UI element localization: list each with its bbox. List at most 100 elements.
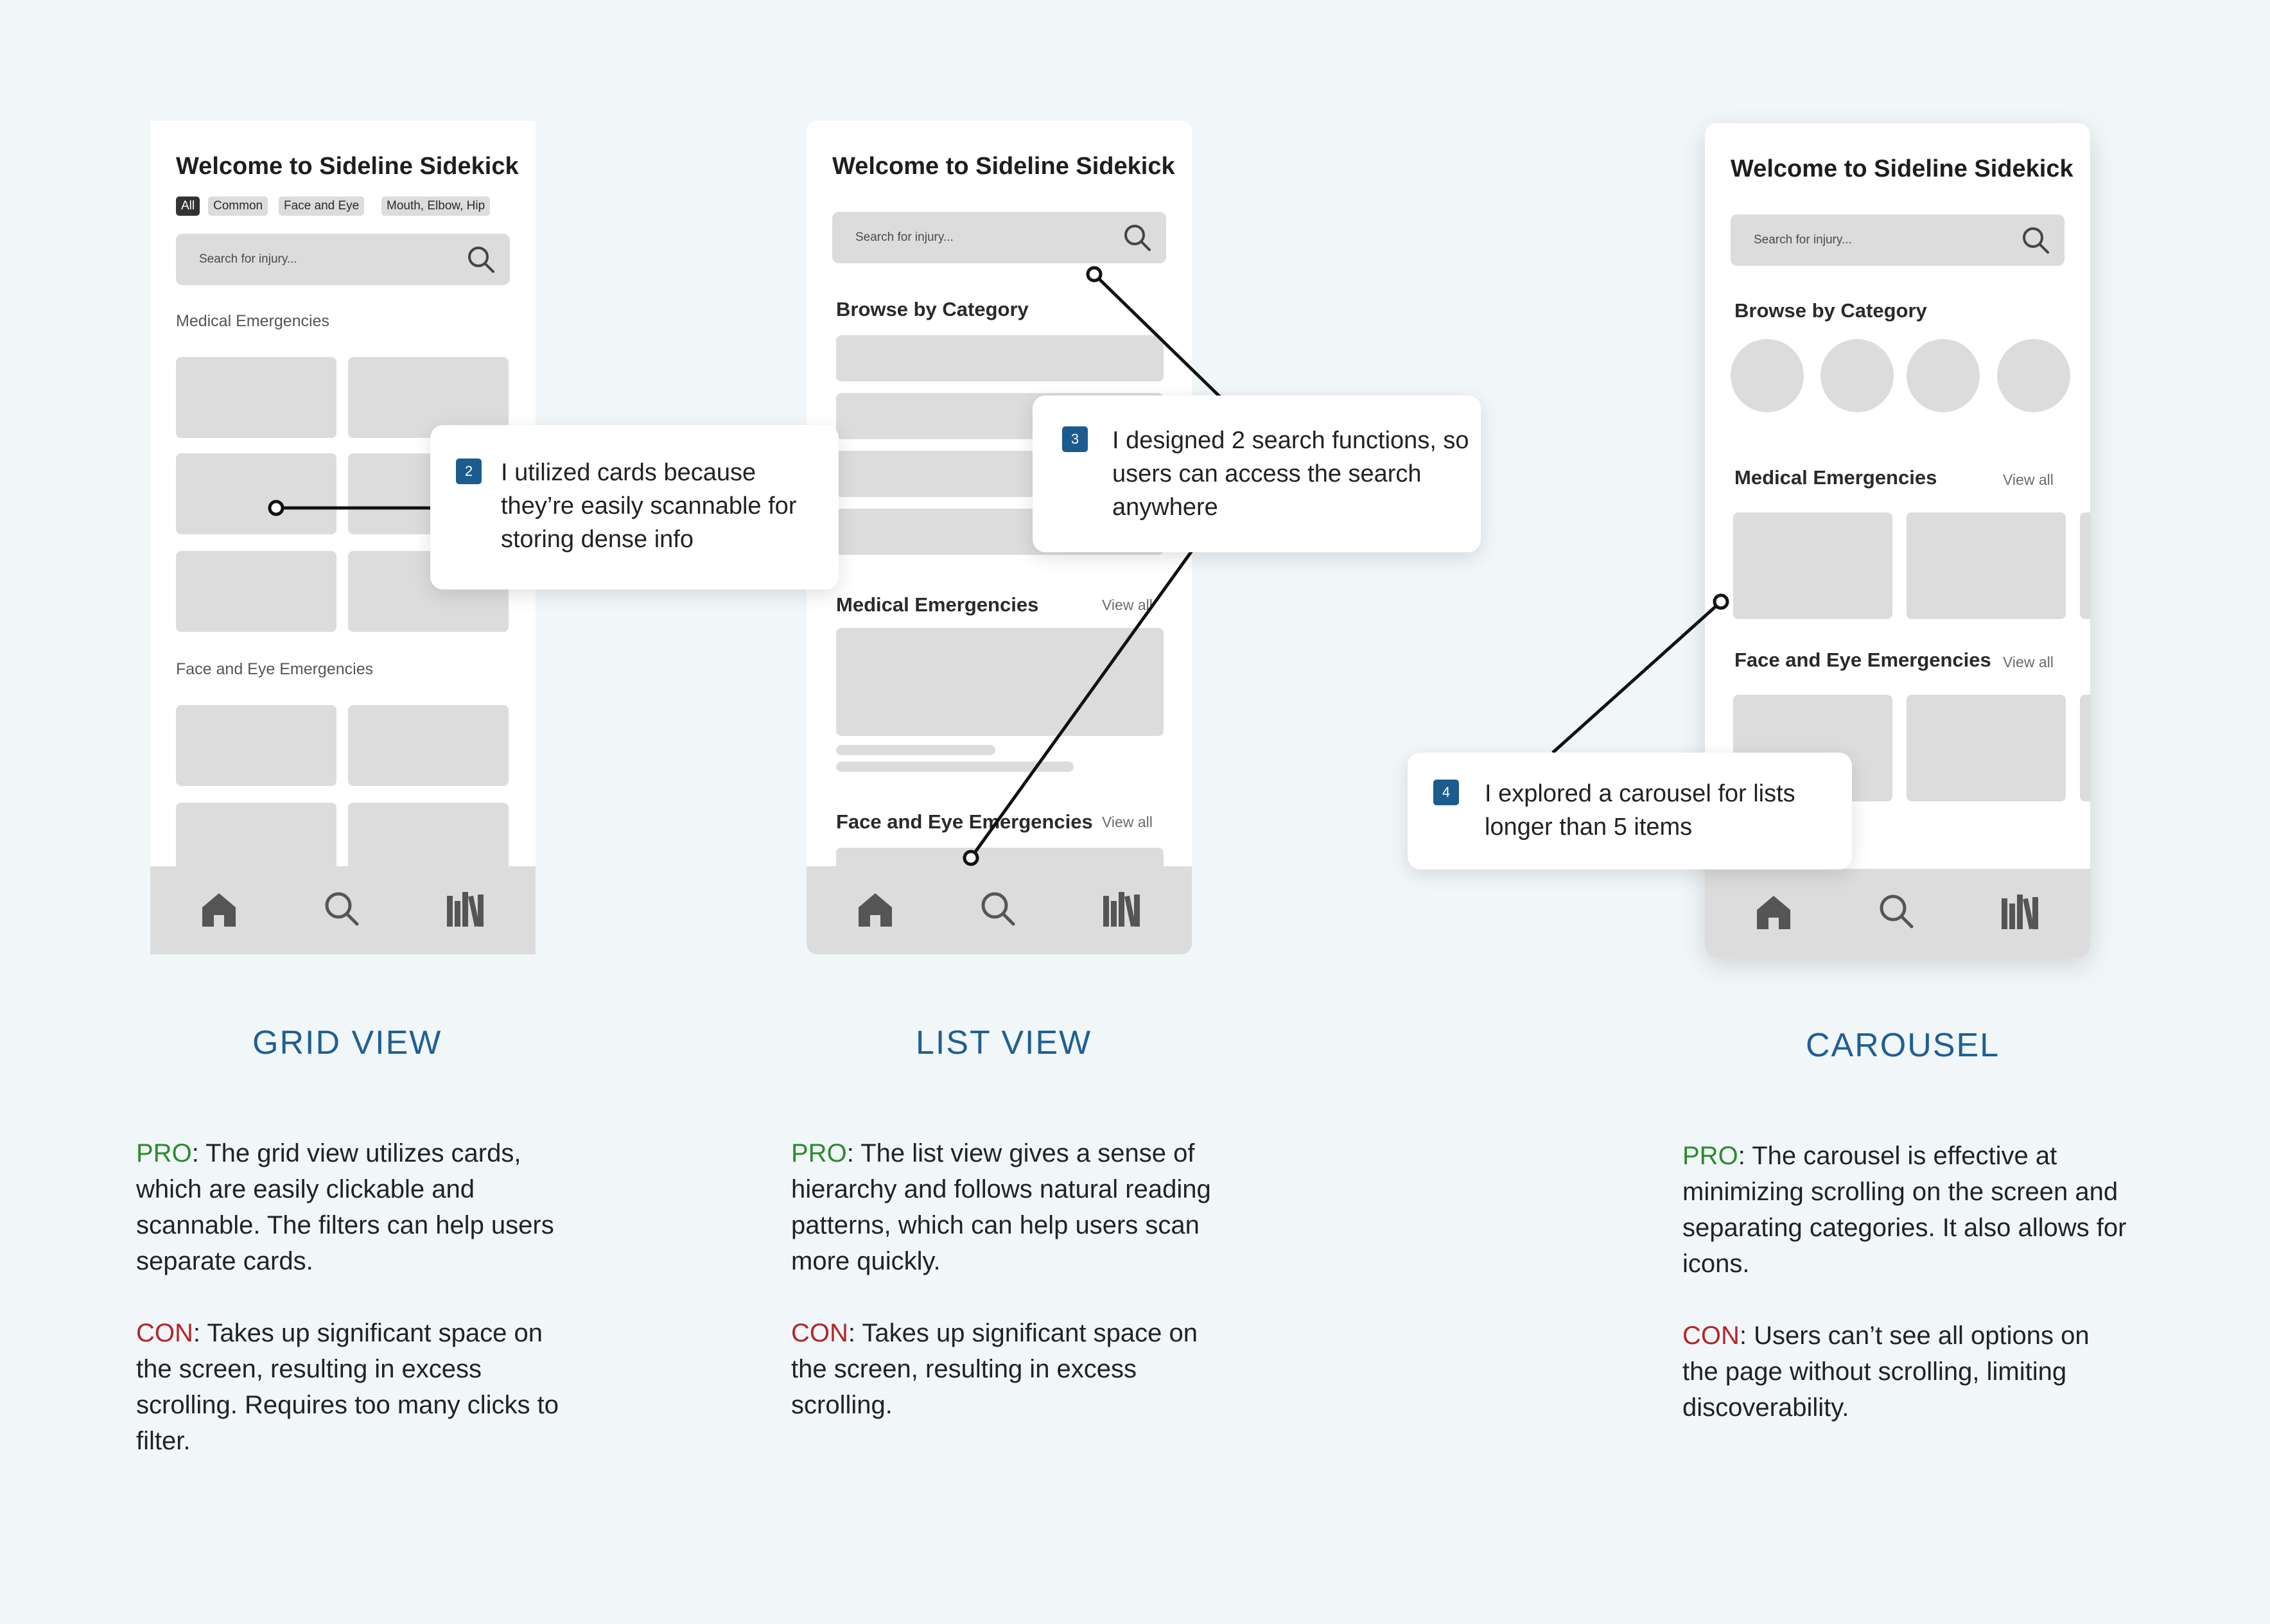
search-input[interactable]: Search for injury...: [176, 234, 510, 285]
search-icon[interactable]: [321, 888, 362, 929]
featured-card[interactable]: [836, 628, 1164, 736]
connector-3-bottom: [963, 550, 1194, 866]
filter-chips: All Common Face and Eye Mouth, Elbow, Hi…: [176, 196, 510, 216]
search-icon[interactable]: [977, 888, 1018, 929]
view-all-link[interactable]: View all: [2003, 471, 2054, 488]
callout-text: I designed 2 search functions, so users …: [1112, 427, 1469, 521]
carousel-card[interactable]: [1907, 512, 2066, 619]
search-placeholder: Search for injury...: [1754, 233, 1852, 247]
callout-text: I utilized cards because they’re easily …: [501, 459, 797, 553]
carousel-heading: CAROUSEL: [1806, 1027, 2000, 1064]
list-view-heading: LIST VIEW: [916, 1024, 1092, 1061]
callout-3: 3 I designed 2 search functions, so user…: [1033, 396, 1481, 552]
text-placeholder-line: [836, 745, 995, 755]
con-text: : Takes up significant space on the scre…: [136, 1319, 559, 1455]
carousel-card[interactable]: [1907, 695, 2066, 801]
section-medical-emergencies: Medical Emergencies: [836, 593, 1039, 616]
search-icon[interactable]: [1876, 891, 1917, 932]
pro-label: PRO: [791, 1139, 847, 1167]
chip-common[interactable]: Common: [208, 196, 268, 216]
category-icon-circle[interactable]: [1820, 339, 1894, 412]
library-icon[interactable]: [1999, 891, 2040, 932]
callout-number-badge: 3: [1062, 426, 1088, 452]
bottom-nav: [807, 866, 1192, 954]
search-placeholder: Search for injury...: [199, 252, 297, 266]
home-icon[interactable]: [198, 888, 240, 929]
search-icon: [468, 247, 494, 273]
connector-2: [268, 500, 437, 516]
chip-mouth-elbow-hip[interactable]: Mouth, Elbow, Hip: [381, 196, 491, 216]
callout-number-badge: 4: [1433, 780, 1459, 805]
callout-number-badge: 2: [456, 458, 482, 484]
view-all-link[interactable]: View all: [1102, 814, 1153, 830]
view-all-link[interactable]: View all: [1102, 597, 1153, 613]
con-text: : Users can’t see all options on the pag…: [1682, 1322, 2090, 1422]
bottom-nav: [1705, 869, 2090, 957]
con-label: CON: [791, 1319, 848, 1347]
con-label: CON: [136, 1319, 193, 1347]
callout-2: 2 I utilized cards because they’re easil…: [430, 425, 839, 589]
grid-card[interactable]: [176, 453, 336, 534]
bottom-nav: [150, 866, 536, 954]
con-label: CON: [1682, 1322, 1740, 1350]
pro-text: : The grid view utilizes cards, which ar…: [136, 1139, 554, 1275]
chip-face-and-eye[interactable]: Face and Eye: [279, 196, 365, 216]
pro-label: PRO: [1682, 1142, 1738, 1170]
browse-by-category-title: Browse by Category: [1734, 299, 1927, 322]
list-app-title: Welcome to Sideline Sidekick: [832, 153, 1175, 180]
library-icon[interactable]: [444, 888, 485, 929]
home-icon[interactable]: [1753, 891, 1794, 932]
grid-card[interactable]: [176, 705, 336, 786]
search-input[interactable]: Search for injury...: [832, 212, 1166, 263]
carousel-card[interactable]: [1733, 512, 1892, 619]
carousel-card[interactable]: [2080, 695, 2090, 801]
list-view-phone: Welcome to Sideline Sidekick Search for …: [807, 121, 1192, 954]
home-icon[interactable]: [855, 888, 896, 929]
pro-label: PRO: [136, 1139, 192, 1167]
search-icon: [2023, 227, 2049, 254]
grid-card[interactable]: [348, 357, 509, 438]
grid-view-description: PRO: The grid view utilizes cards, which…: [136, 1135, 560, 1459]
section-medical-emergencies: Medical Emergencies: [1734, 466, 1937, 489]
grid-card[interactable]: [176, 357, 336, 438]
pro-text: : The carousel is effective at minimizin…: [1682, 1142, 2127, 1278]
pro-text: : The list view gives a sense of hierarc…: [791, 1139, 1211, 1275]
carousel-card[interactable]: [2080, 512, 2090, 619]
callout-4: 4 I explored a carousel for lists longer…: [1408, 753, 1852, 869]
grid-pro: PRO: The grid view utilizes cards, which…: [136, 1135, 560, 1279]
search-input[interactable]: Search for injury...: [1731, 214, 2065, 266]
grid-app-title: Welcome to Sideline Sidekick: [176, 153, 519, 180]
chip-all[interactable]: All: [176, 196, 200, 216]
category-list-item[interactable]: [836, 335, 1164, 381]
grid-card[interactable]: [348, 705, 509, 786]
carousel-description: PRO: The carousel is effective at minimi…: [1682, 1138, 2132, 1426]
text-placeholder-line: [836, 762, 1074, 772]
grid-con: CON: Takes up significant space on the s…: [136, 1315, 560, 1459]
browse-by-category-title: Browse by Category: [836, 298, 1029, 320]
section-face-and-eye-emergencies: Face and Eye Emergencies: [1734, 649, 1991, 671]
list-view-description: PRO: The list view gives a sense of hier…: [791, 1135, 1228, 1423]
section-medical-emergencies: Medical Emergencies: [176, 312, 329, 330]
con-text: : Takes up significant space on the scre…: [791, 1319, 1198, 1419]
section-face-and-eye-emergencies: Face and Eye Emergencies: [836, 810, 1093, 833]
grid-view-heading: GRID VIEW: [252, 1024, 442, 1061]
search-icon: [1124, 225, 1151, 251]
grid-card[interactable]: [176, 551, 336, 632]
list-con: CON: Takes up significant space on the s…: [791, 1315, 1228, 1423]
connector-3-top: [1086, 266, 1221, 398]
section-face-and-eye-emergencies: Face and Eye Emergencies: [176, 660, 374, 678]
view-all-link[interactable]: View all: [2003, 654, 2054, 670]
category-icon-circle[interactable]: [1731, 339, 1804, 412]
category-icon-circle[interactable]: [1997, 339, 2070, 412]
carousel-pro: PRO: The carousel is effective at minimi…: [1682, 1138, 2132, 1282]
connector-4: [1551, 593, 1729, 754]
list-pro: PRO: The list view gives a sense of hier…: [791, 1135, 1228, 1279]
library-icon[interactable]: [1101, 888, 1142, 929]
callout-text: I explored a carousel for lists longer t…: [1485, 780, 1795, 841]
carousel-phone: Welcome to Sideline Sidekick Search for …: [1705, 123, 2090, 957]
carousel-con: CON: Users can’t see all options on the …: [1682, 1318, 2132, 1426]
category-icon-circle[interactable]: [1907, 339, 1980, 412]
search-placeholder: Search for injury...: [855, 231, 954, 244]
carousel-app-title: Welcome to Sideline Sidekick: [1731, 155, 2074, 182]
